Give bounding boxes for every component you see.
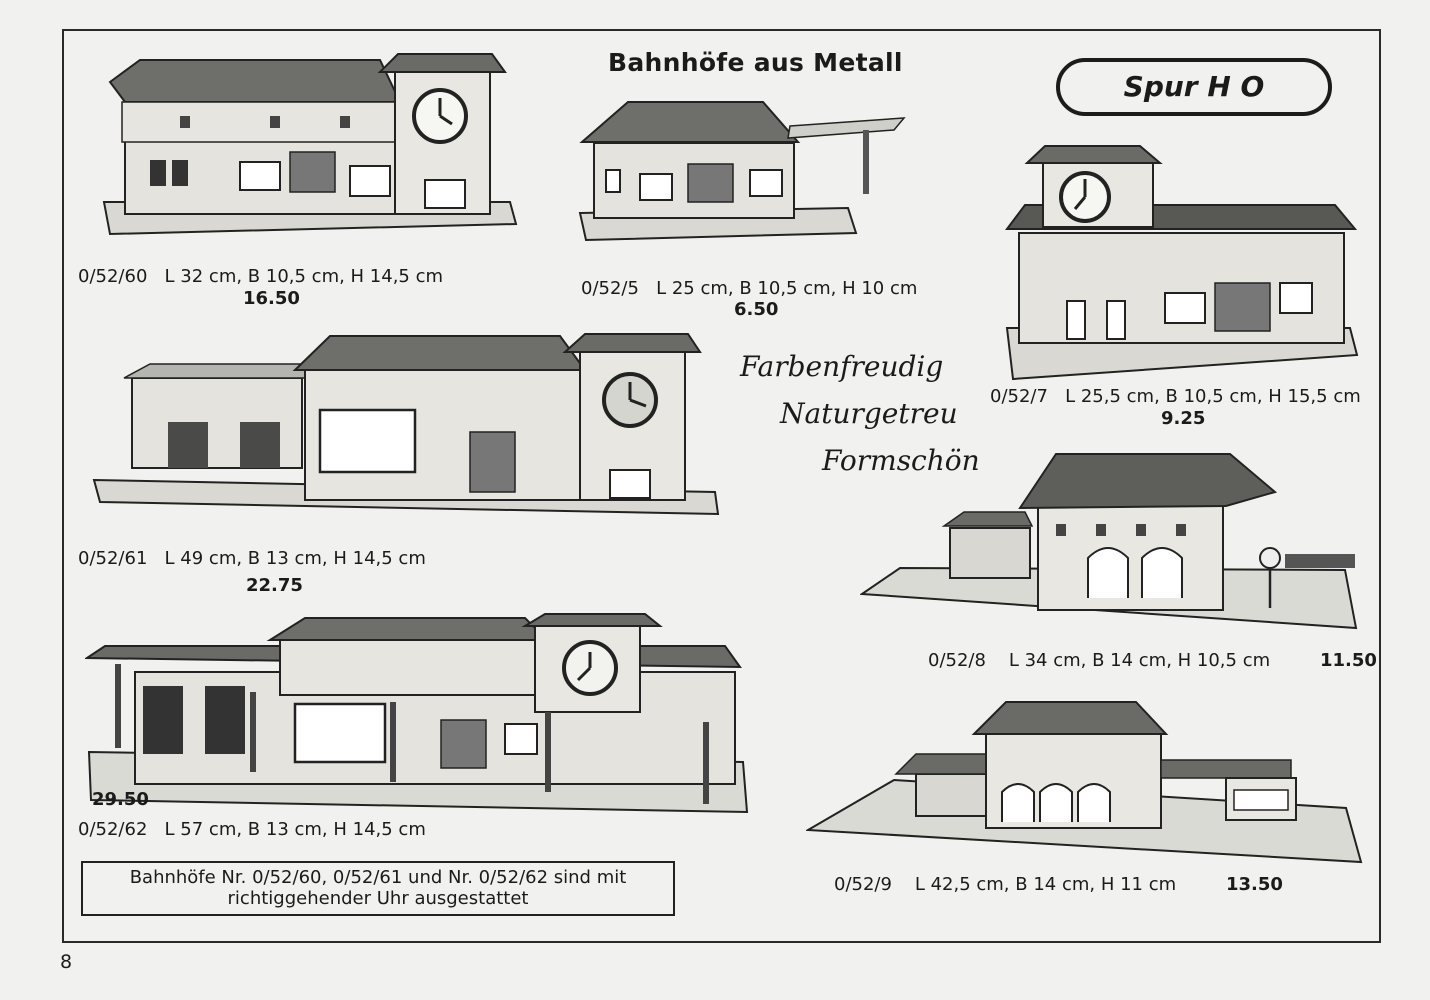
spec-52-60: 0/52/60 L 32 cm, B 10,5 cm, H 14,5 cm: [78, 266, 444, 287]
station-illustration-52-5: [578, 101, 906, 242]
spec-52-5: 0/52/5 L 25 cm, B 10,5 cm, H 10 cm: [581, 278, 918, 299]
page-frame: [62, 29, 1381, 943]
page-title: Bahnhöfe aus Metall: [608, 48, 903, 77]
price-52-61: 22.75: [246, 575, 303, 596]
station-illustration-52-8: [860, 453, 1358, 630]
slogan-colorful: Farbenfreudig: [740, 350, 944, 383]
station-illustration-52-61: [92, 333, 720, 516]
clock-note-line-1: Bahnhöfe Nr. 0/52/60, 0/52/61 und Nr. 0/…: [129, 867, 627, 888]
page-number: 8: [60, 951, 73, 973]
price-52-7: 9.25: [1161, 408, 1206, 429]
station-illustration-52-62: [85, 613, 749, 814]
gauge-badge: Spur H O: [1056, 58, 1332, 116]
station-illustration-52-7: [1005, 145, 1359, 381]
clock-note-line-2: richtiggehender Uhr ausgestattet: [227, 888, 529, 909]
spec-52-61: 0/52/61 L 49 cm, B 13 cm, H 14,5 cm: [78, 548, 426, 569]
spec-52-62: 0/52/62 L 57 cm, B 13 cm, H 14,5 cm: [78, 819, 426, 840]
price-52-60: 16.50: [243, 288, 300, 309]
spec-52-8: 0/52/8 L 34 cm, B 14 cm, H 10,5 cm: [928, 650, 1271, 671]
spec-52-9: 0/52/9 L 42,5 cm, B 14 cm, H 11 cm: [834, 874, 1177, 895]
station-illustration-52-60: [102, 53, 518, 236]
slogan-natural: Naturgetreu: [780, 397, 958, 430]
price-52-9: 13.50: [1226, 874, 1283, 895]
station-illustration-52-9: [806, 701, 1363, 864]
price-52-8: 11.50: [1320, 650, 1377, 671]
price-52-62: 29.50: [92, 789, 149, 810]
spec-52-7: 0/52/7 L 25,5 cm, B 10,5 cm, H 15,5 cm: [990, 386, 1361, 407]
clock-note-box: Bahnhöfe Nr. 0/52/60, 0/52/61 und Nr. 0/…: [81, 861, 675, 916]
price-52-5: 6.50: [734, 299, 779, 320]
slogan-shapely: Formschön: [822, 444, 980, 477]
